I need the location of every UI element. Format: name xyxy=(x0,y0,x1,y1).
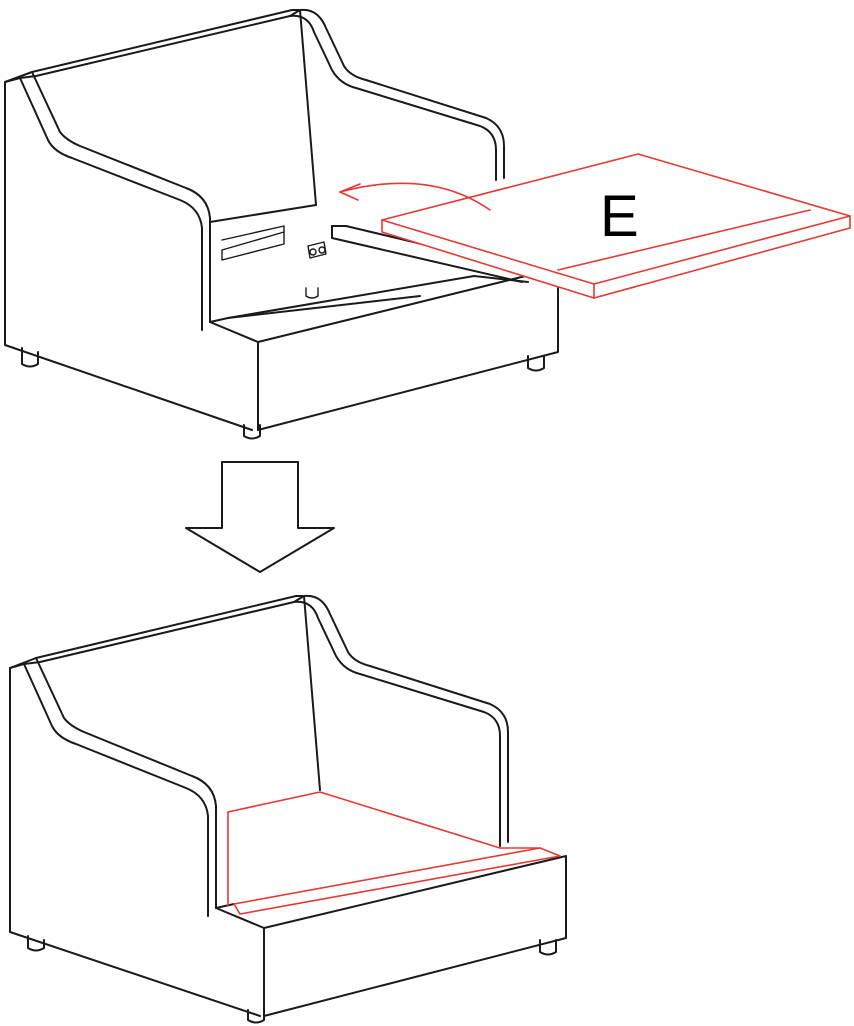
seat-panel-e: E xyxy=(381,153,851,299)
right-armrest xyxy=(293,594,509,847)
curved-arrow-icon xyxy=(339,182,491,211)
down-arrow-icon xyxy=(185,461,335,573)
installed-seat-panel xyxy=(227,791,561,915)
armchair-after xyxy=(9,594,567,1024)
chair-back xyxy=(19,9,317,223)
right-armrest xyxy=(289,8,505,181)
left-armrest xyxy=(4,9,293,431)
part-label-e: E xyxy=(600,184,639,249)
seat-frame xyxy=(215,855,567,1017)
armchair-before xyxy=(4,8,559,440)
seat-frame xyxy=(209,225,559,431)
left-armrest xyxy=(9,595,297,1017)
chair-back xyxy=(23,595,321,791)
